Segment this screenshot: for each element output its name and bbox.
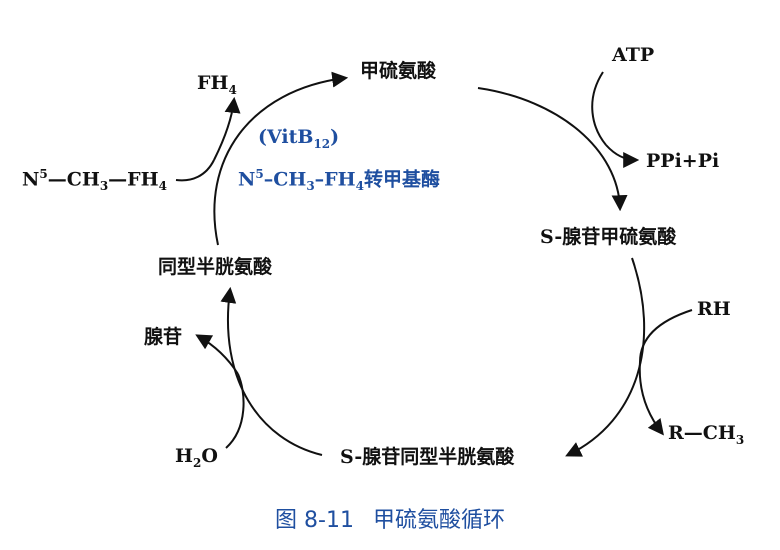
label-h2o: H2O	[175, 445, 218, 470]
node-methionine: 甲硫氨酸	[360, 60, 437, 82]
label-r-ch3: R—CH3	[668, 422, 745, 447]
label-rh: RH	[697, 298, 731, 320]
node-sam: S-腺苷甲硫氨酸	[540, 226, 677, 248]
node-sah: S-腺苷同型半胱氨酸	[340, 446, 515, 468]
arrow-sam-to-sah	[565, 257, 646, 457]
arrow-sah-to-hcy	[220, 286, 323, 456]
figure-caption: 图 8-11 甲硫氨酸循环	[0, 502, 780, 534]
caption-figure-number: 图 8-11	[275, 508, 354, 533]
label-n5-ch3-fh4: N5—CH3—FH4	[22, 167, 167, 194]
node-homocysteine: 同型半胱氨酸	[158, 256, 273, 278]
label-adenosine: 腺苷	[144, 326, 183, 348]
arrow-adenosine-out	[195, 334, 239, 375]
arrow-rch3-out	[638, 361, 664, 436]
arrow-atp-in	[591, 71, 607, 146]
caption-title: 甲硫氨酸循环	[372, 508, 505, 533]
label-enzyme: N5–CH3–FH4转甲基酶	[238, 167, 440, 194]
label-vitb12: (VitB12)	[258, 126, 340, 151]
label-fh4: FH4	[197, 72, 237, 97]
arrow-rh-in	[639, 309, 693, 363]
label-atp: ATP	[612, 44, 655, 66]
arrow-fh4-out	[213, 96, 241, 161]
arrow-h2o-in	[225, 373, 245, 449]
label-ppi-pi: PPi+Pi	[646, 150, 720, 172]
arrow-hcy-to-met	[213, 71, 349, 246]
arrow-n5-in	[175, 159, 215, 182]
arrow-met-to-sam	[477, 87, 628, 212]
arrow-ppi-out	[605, 144, 640, 168]
